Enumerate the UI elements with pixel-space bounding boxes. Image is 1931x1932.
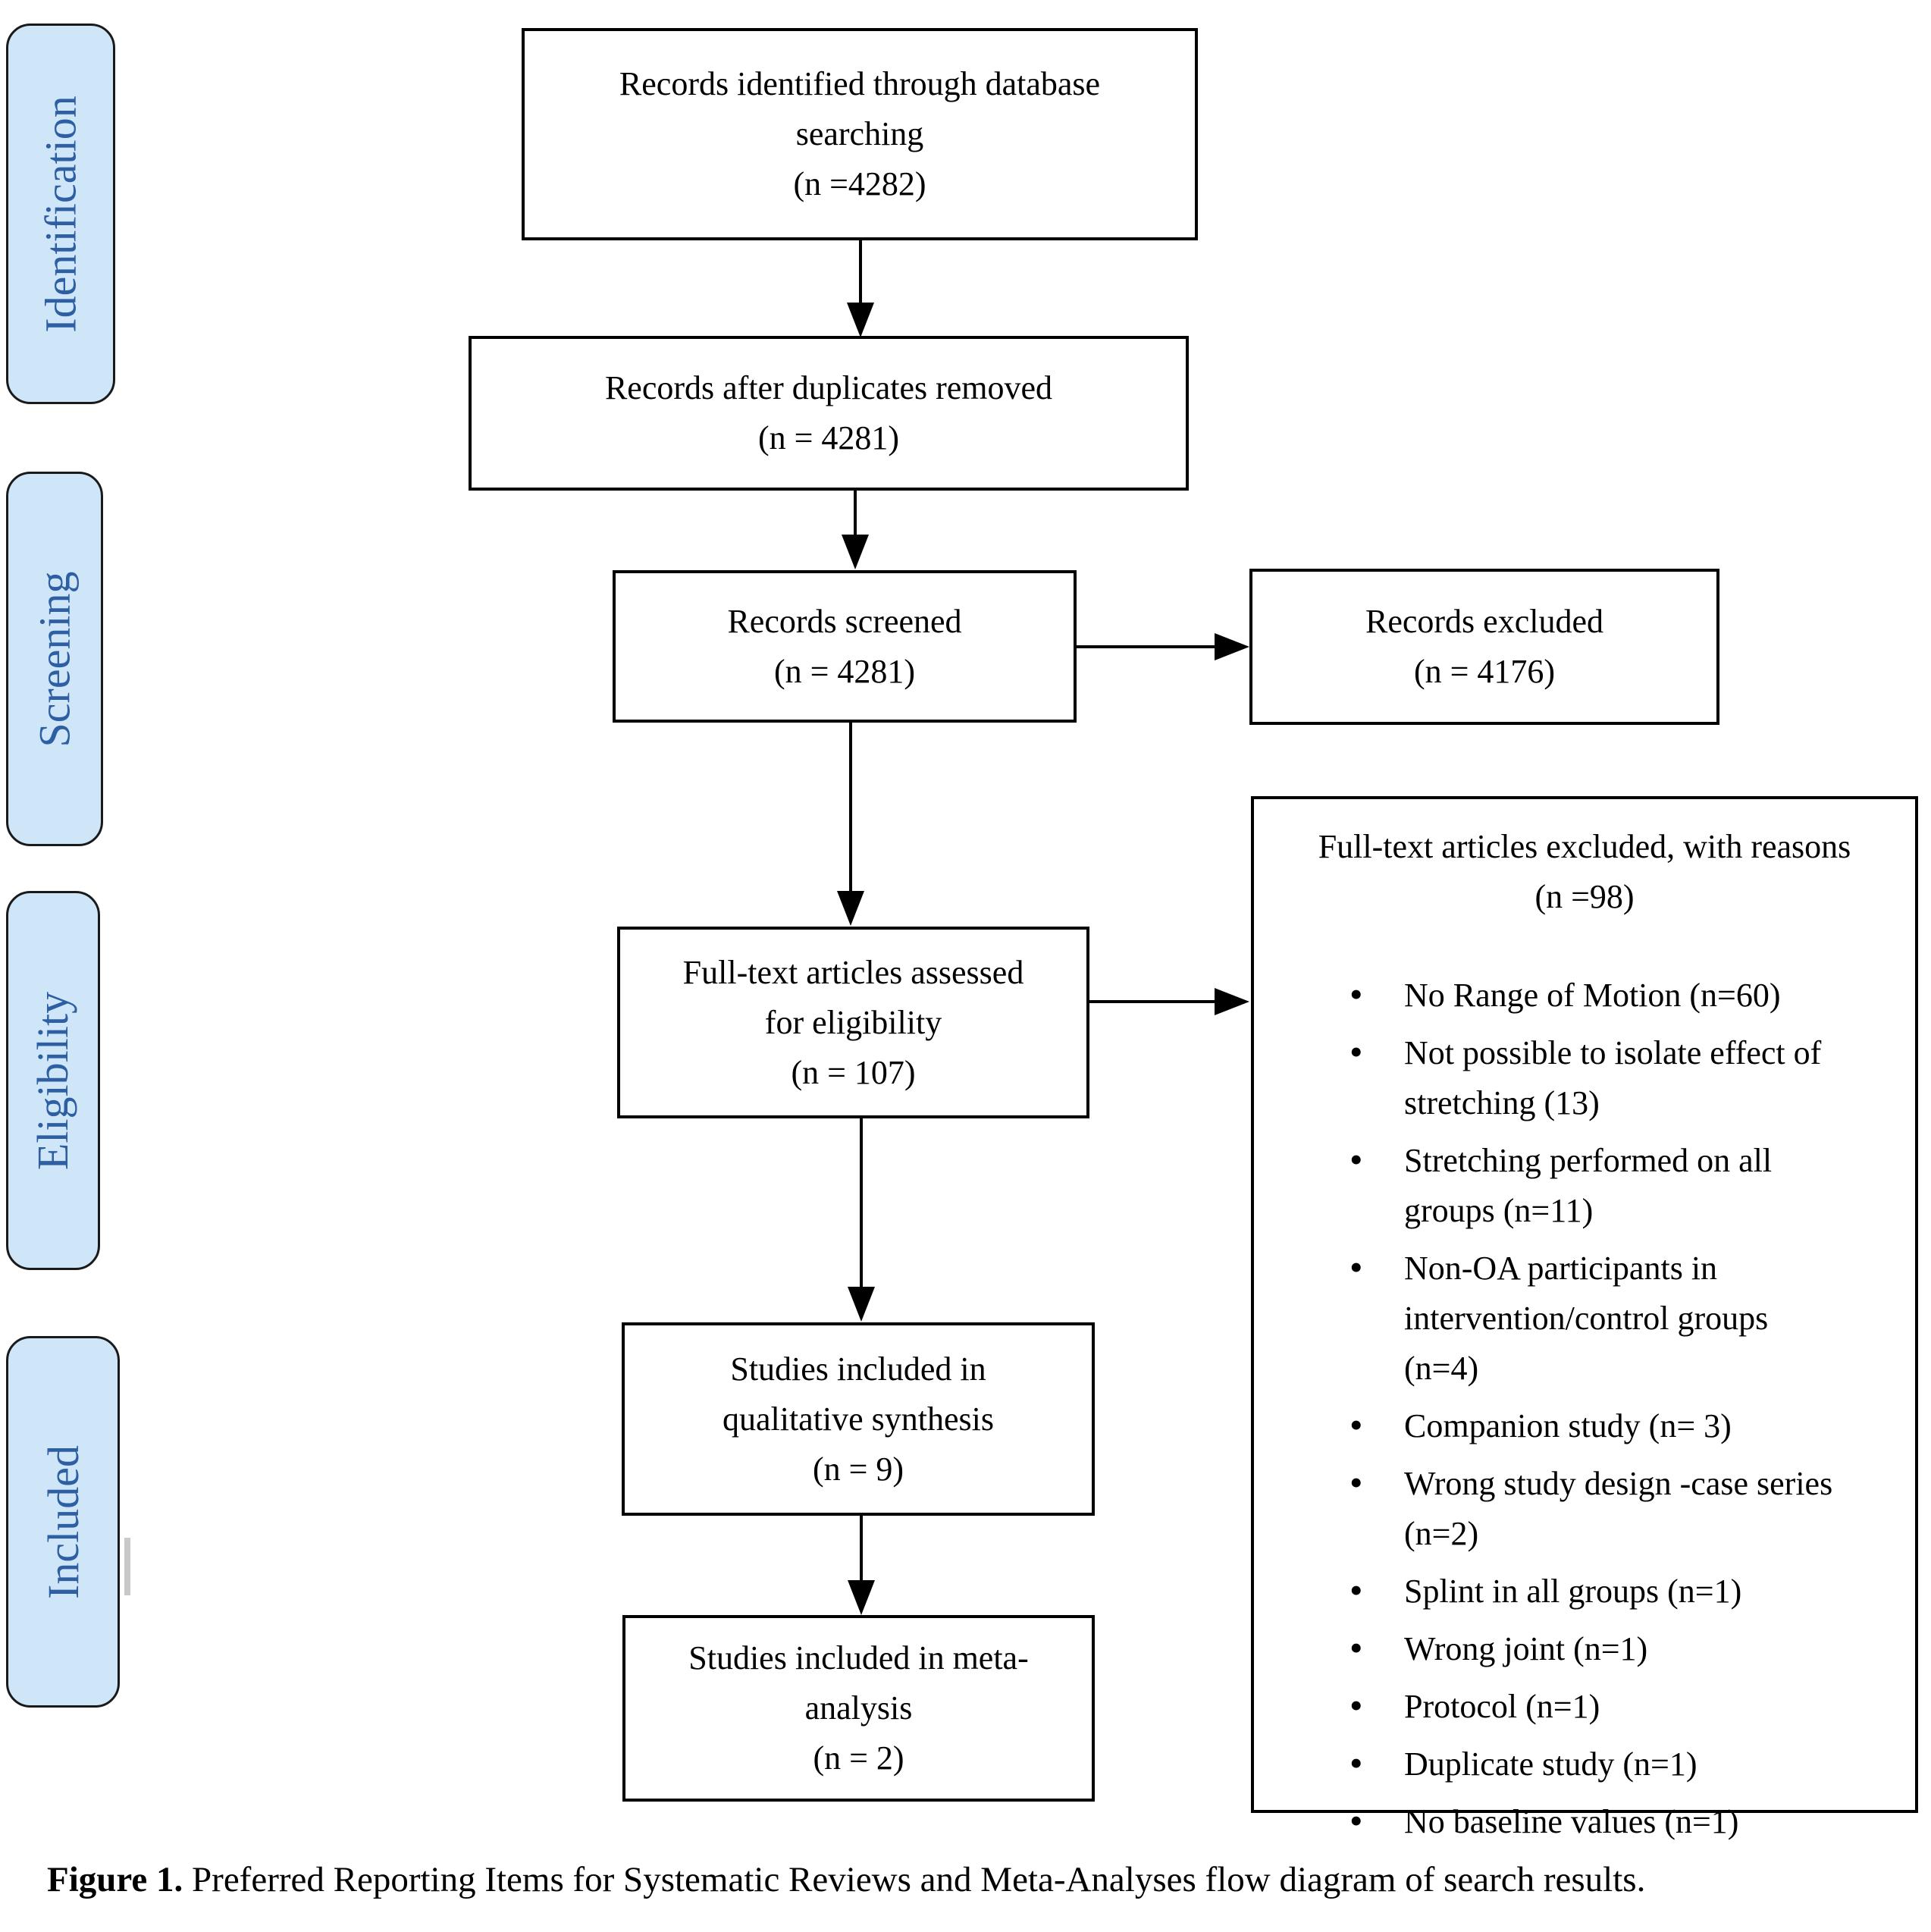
box-line: Full-text articles assessed: [682, 953, 1024, 991]
stage-screening: Screening: [6, 472, 103, 846]
arrow-line: [860, 1516, 863, 1582]
reason-item: No baseline values (n=1): [1350, 1796, 1850, 1847]
reason-item: Non-OA participants in intervention/cont…: [1350, 1242, 1850, 1394]
stage-eligibility: Eligibility: [6, 891, 100, 1270]
arrow-right-head: [1215, 988, 1249, 1015]
box-line: Records identified through database: [619, 65, 1101, 102]
arrow-down-head: [837, 891, 864, 926]
reasons-title-line: (n =98): [1534, 878, 1635, 915]
reasons-list: No Range of Motion (n=60) Not possible t…: [1254, 969, 1864, 1855]
box-line: (n = 2): [813, 1739, 904, 1777]
box-records-excluded: Records excluded (n = 4176): [1249, 569, 1719, 725]
stage-identification-label: Identification: [36, 95, 86, 333]
box-line: (n = 9): [812, 1450, 904, 1488]
arrow-down-head: [847, 303, 874, 337]
arrow-line: [854, 491, 857, 536]
arrow-line: [859, 240, 862, 306]
box-qualitative-synthesis: Studies included in qualitative synthesi…: [622, 1322, 1095, 1516]
box-fulltext-excluded-reasons: Full-text articles excluded, with reason…: [1251, 796, 1918, 1846]
box-line: (n = 4281): [757, 419, 900, 456]
reason-item: Companion study (n= 3): [1350, 1400, 1850, 1451]
arrow-right-head: [1215, 633, 1249, 660]
box-line: (n =4282): [793, 165, 926, 202]
box-line: Records screened: [727, 602, 962, 640]
box-line: (n = 107): [791, 1053, 916, 1091]
box-line: qualitative synthesis: [722, 1400, 995, 1438]
box-records-identified: Records identified through database sear…: [522, 28, 1198, 240]
reason-item: Protocol (n=1): [1350, 1680, 1850, 1732]
arrow-down-head: [848, 1580, 875, 1615]
stage-included: Included: [6, 1336, 120, 1708]
reason-item: Not possible to isolate effect of stretc…: [1350, 1027, 1850, 1128]
stage-eligibility-label: Eligibility: [28, 991, 78, 1170]
box-line: for eligibility: [764, 1003, 942, 1041]
arrow-line: [849, 723, 852, 892]
box-meta-analysis: Studies included in meta- analysis (n = …: [622, 1615, 1095, 1802]
stage-included-label: Included: [38, 1444, 88, 1599]
reason-item: Duplicate study (n=1): [1350, 1738, 1850, 1789]
box-line: searching: [795, 115, 924, 152]
reason-item: Stretching performed on all groups (n=11…: [1350, 1134, 1850, 1236]
reasons-title-line: Full-text articles excluded, with reason…: [1318, 828, 1851, 865]
caption-text: Preferred Reporting Items for Systematic…: [183, 1860, 1646, 1899]
box-line: Records excluded: [1365, 603, 1603, 640]
box-duplicates-removed: Records after duplicates removed (n = 42…: [469, 336, 1189, 491]
arrow-line: [1077, 645, 1217, 648]
figure-caption: Figure 1. Preferred Reporting Items for …: [47, 1859, 1645, 1900]
box-line: Studies included in meta-: [688, 1639, 1029, 1676]
arrow-down-head: [842, 535, 869, 569]
reason-item: Wrong study design -case series (n=2): [1350, 1457, 1850, 1559]
arrow-down-head: [848, 1287, 875, 1322]
reasons-title: Full-text articles excluded, with reason…: [1254, 822, 1915, 922]
caption-label: Figure 1.: [47, 1860, 183, 1899]
reason-item: Wrong joint (n=1): [1350, 1623, 1850, 1674]
stage-screening-label: Screening: [30, 571, 80, 747]
stage-identification: Identification: [6, 24, 115, 404]
scan-artifact: [124, 1538, 130, 1595]
arrow-line: [1089, 1000, 1217, 1003]
box-records-screened: Records screened (n = 4281): [613, 570, 1077, 723]
box-fulltext-assessed: Full-text articles assessed for eligibil…: [617, 927, 1089, 1118]
reason-item: Splint in all groups (n=1): [1350, 1565, 1850, 1617]
box-line: (n = 4176): [1413, 653, 1556, 690]
box-line: (n = 4281): [773, 652, 916, 690]
arrow-line: [860, 1118, 863, 1288]
box-line: analysis: [804, 1689, 913, 1727]
reason-item: No Range of Motion (n=60): [1350, 969, 1850, 1021]
box-line: Records after duplicates removed: [604, 369, 1053, 406]
box-line: Studies included in: [730, 1350, 986, 1388]
